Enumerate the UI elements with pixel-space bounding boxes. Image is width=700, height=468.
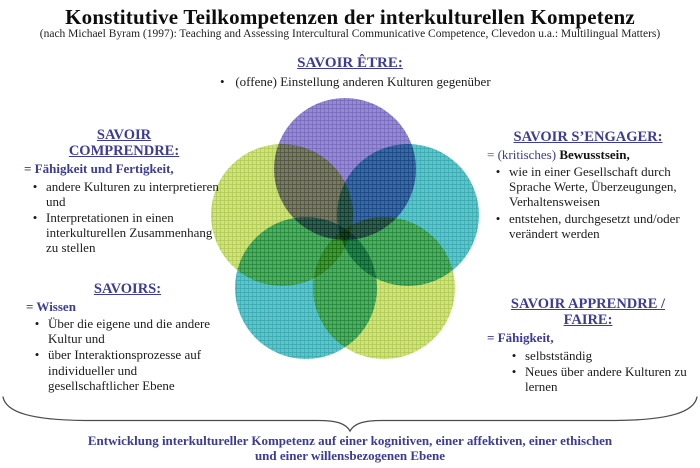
definition-prefix: = (kritisches)	[487, 147, 557, 163]
section-savoir-apprendre-faire: SAVOIR APPRENDRE / FAIRE: = Fähigkeit, •…	[487, 296, 689, 394]
conclusion-line-1: Entwicklung interkultureller Kompetenz a…	[87, 433, 613, 448]
list-item: • über Interaktionsprozesse auf individu…	[26, 347, 229, 392]
bullet-text: Interpretationen in einen interkulturell…	[46, 209, 213, 255]
bullet-marker: •	[511, 363, 517, 379]
source-citation: (nach Michael Byram (1997): Teaching and…	[39, 28, 661, 40]
venn-circle-upper-left-lime	[211, 144, 353, 286]
section-heading: SAVOIR APPRENDRE / FAIRE:	[510, 296, 666, 329]
bullet-text: Neues über andere Kulturen zu lernen	[525, 363, 687, 394]
bullet-text: entstehen, durchgesetzt und/oder verände…	[509, 210, 680, 241]
section-definition: = Fähigkeit,	[487, 330, 554, 346]
section-savoir-comprendre: SAVOIR COMPRENDRE: = Fähigkeit und Ferti…	[24, 127, 224, 255]
section-savoir-etre: SAVOIR ÊTRE: • (offene) Einstellung ande…	[150, 55, 550, 89]
bullet-text: Über die eigene und die andere Kultur un…	[48, 316, 211, 347]
bullet-list: • wie in einer Gesellschaft durch Sprach…	[487, 164, 689, 240]
list-item: • (offene) Einstellung anderen Kulturen …	[150, 74, 550, 89]
section-savoir-sengager: SAVOIR S’ENGAGER: = (kritisches) Bewusst…	[487, 129, 689, 241]
bullet-marker: •	[34, 347, 40, 363]
curly-brace	[2, 396, 698, 433]
list-item: • wie in einer Gesellschaft durch Sprach…	[487, 164, 689, 209]
section-definition: = (kritisches) Bewusstsein,	[487, 147, 689, 162]
list-item: • Über die eigene und die andere Kultur …	[26, 316, 229, 346]
bullet-marker: •	[495, 164, 501, 180]
bullet-marker: •	[495, 210, 501, 226]
section-heading: SAVOIR S’ENGAGER:	[513, 129, 663, 145]
list-item: • selbstständig	[503, 348, 689, 363]
conclusion-caption: Entwicklung interkultureller Kompetenz a…	[0, 433, 700, 464]
bullet-list: • andere Kulturen zu interpretieren und …	[24, 179, 224, 255]
bullet-text: andere Kulturen zu interpretieren und	[46, 178, 219, 209]
section-heading: SAVOIR ÊTRE:	[297, 55, 403, 71]
list-item: • andere Kulturen zu interpretieren und	[24, 179, 224, 209]
section-savoirs: SAVOIRS: = Wissen • Über die eigene und …	[26, 281, 229, 393]
bullet-marker: •	[220, 73, 225, 89]
bullet-marker: •	[32, 178, 38, 194]
bullet-text: selbstständig	[525, 347, 593, 363]
page-title: Konstitutive Teilkompetenzen der interku…	[65, 5, 635, 29]
bullet-text: über Interaktionsprozesse auf individuel…	[48, 347, 202, 393]
section-definition: = Fähigkeit und Fertigkeit,	[24, 161, 174, 177]
bullet-text: (offene) Einstellung anderen Kulturen ge…	[235, 73, 491, 89]
bullet-marker: •	[511, 347, 517, 363]
section-definition: = Wissen	[26, 299, 76, 315]
bullet-list: • selbstständig • Neues über andere Kult…	[487, 348, 689, 394]
bullet-text: wie in einer Gesellschaft durch Sprache …	[509, 164, 677, 210]
bullet-marker: •	[32, 209, 38, 225]
bullet-list: • (offene) Einstellung anderen Kulturen …	[150, 74, 550, 89]
definition-term: Bewusstsein,	[559, 147, 630, 163]
conclusion-line-2: und einer willensbezogenen Ebene	[254, 448, 446, 464]
list-item: • entstehen, durchgesetzt und/oder verän…	[487, 211, 689, 241]
list-item: • Neues über andere Kulturen zu lernen	[503, 364, 689, 394]
section-heading: SAVOIR COMPRENDRE:	[68, 127, 180, 160]
section-heading: SAVOIRS:	[93, 281, 162, 297]
bullet-marker: •	[34, 316, 40, 332]
bullet-list: • Über die eigene und die andere Kultur …	[26, 316, 229, 392]
list-item: • Interpretationen in einen interkulture…	[24, 210, 224, 255]
